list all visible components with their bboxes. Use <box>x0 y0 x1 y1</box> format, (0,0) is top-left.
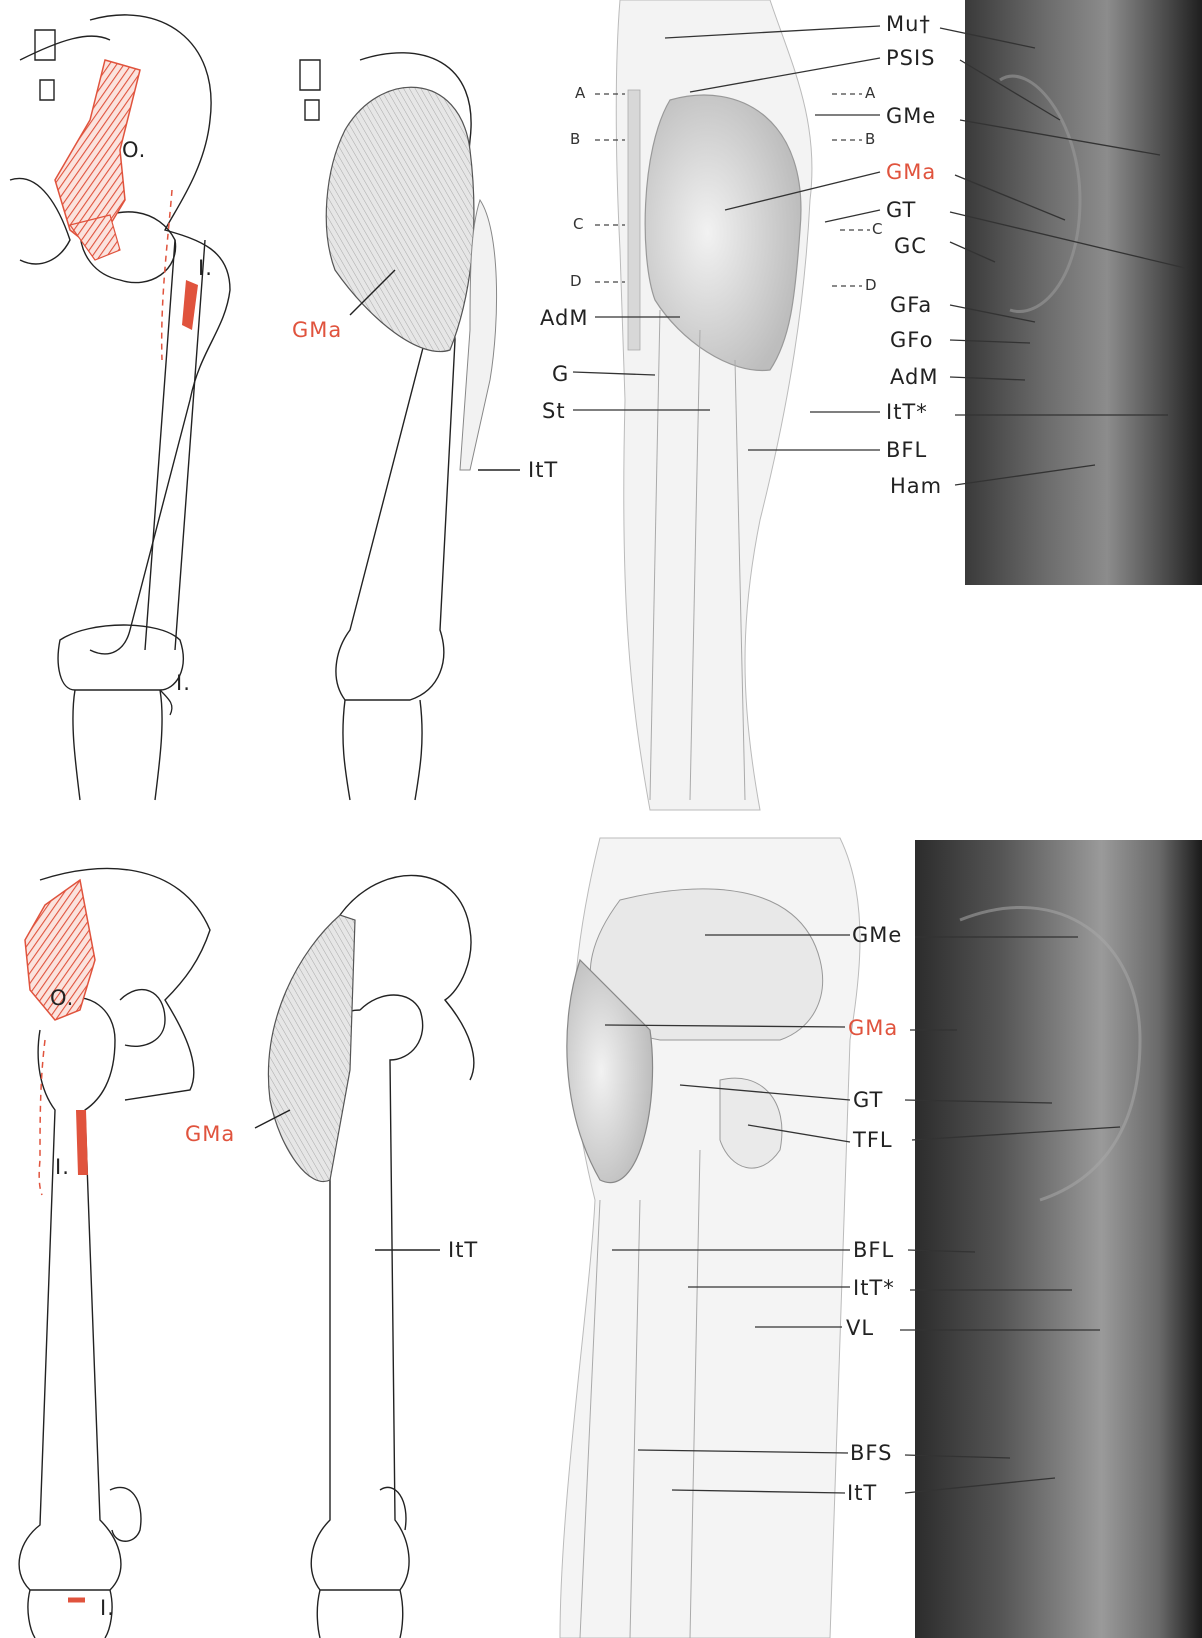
top-muscle-panel <box>300 53 520 800</box>
st-label-left: St <box>542 401 566 422</box>
itt-label-top: ItT <box>528 460 558 481</box>
bfs-label: BFS <box>850 1443 892 1464</box>
gme-label-top: GMe <box>886 106 936 127</box>
adm-label-left: AdM <box>540 308 588 329</box>
psis-label: PSIS <box>886 48 936 69</box>
itt-star-label-bottom: ItT* <box>853 1278 895 1299</box>
gma-label-top: GMa <box>886 162 936 183</box>
ham-label: Ham <box>890 476 942 497</box>
insertion-label-top-2: I. <box>176 673 191 694</box>
level-a-right: A <box>865 86 876 101</box>
insertion-label-bottom: I. <box>55 1157 70 1178</box>
gma-label-top-2: GMa <box>292 320 342 341</box>
bfl-label-top: BFL <box>886 440 927 461</box>
gme-label-bottom: GMe <box>852 925 902 946</box>
gma-label-bottom: GMa <box>848 1018 898 1039</box>
origin-label-bottom: O. <box>50 988 74 1009</box>
insertion-mark-bottom <box>76 1110 88 1175</box>
vl-label: VL <box>846 1318 874 1339</box>
photo-top <box>965 0 1202 585</box>
adm-label-right: AdM <box>890 367 938 388</box>
level-a-left: A <box>575 86 586 101</box>
photo-bottom <box>915 840 1202 1638</box>
mu-label: Mu† <box>886 14 931 35</box>
itt-star-label-top: ItT* <box>886 402 928 423</box>
level-c-right: C <box>872 222 883 237</box>
bottom-detail-panel <box>560 838 860 1638</box>
insertion-label-top: I. <box>198 258 213 279</box>
level-b-left: B <box>570 132 581 147</box>
g-label-left: G <box>552 364 569 385</box>
itt-label-bottom-2: ItT <box>448 1240 478 1261</box>
level-d-right: D <box>865 278 878 293</box>
gt-label-top: GT <box>886 200 916 221</box>
origin-label-top: O. <box>122 140 146 161</box>
gfa-label: GFa <box>890 295 932 316</box>
top-detail-panel <box>616 0 812 810</box>
level-d-left: D <box>570 274 583 289</box>
insertion-label-bottom-2: I. <box>100 1598 115 1619</box>
bfl-label-bottom: BFL <box>853 1240 894 1261</box>
tfl-label: TFL <box>853 1130 893 1151</box>
gma-label-bottom-2: GMa <box>185 1124 235 1145</box>
gfo-label: GFo <box>890 330 933 351</box>
insertion-mark-top <box>182 280 198 330</box>
level-c-left: C <box>573 217 584 232</box>
gt-label-bottom: GT <box>853 1090 883 1111</box>
gc-label: GC <box>894 236 927 257</box>
bottom-muscle-panel <box>255 875 474 1638</box>
itt-label-bottom: ItT <box>847 1483 877 1504</box>
level-b-right: B <box>865 132 876 147</box>
